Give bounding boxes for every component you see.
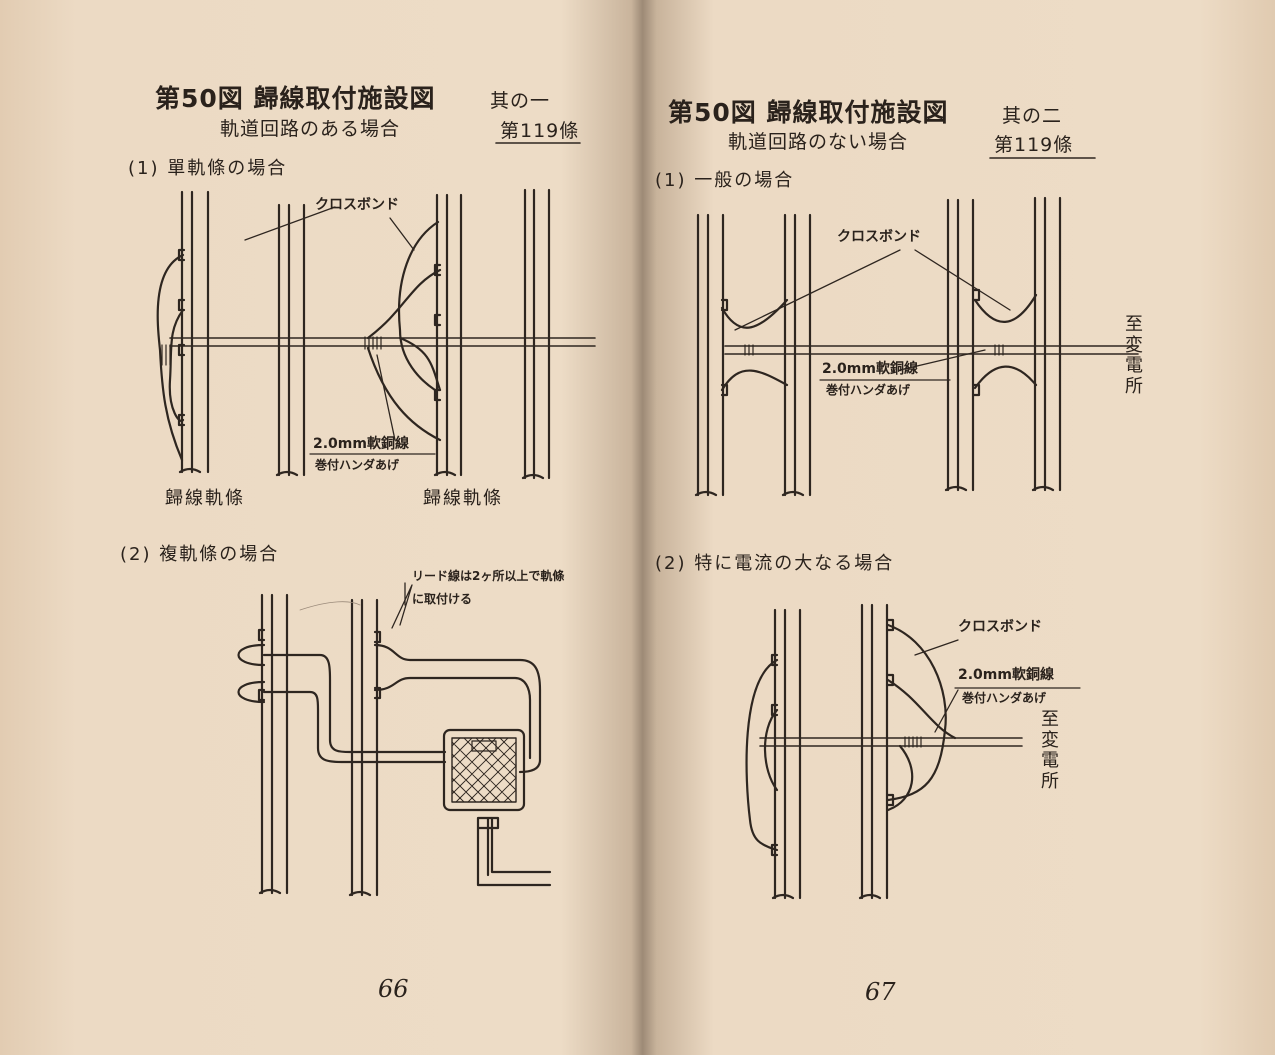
bond-wire — [973, 365, 1038, 390]
bond-wire — [886, 744, 914, 812]
right-diagram-general — [694, 196, 1139, 497]
left-solder-label: 巻付ハンダあげ — [315, 458, 400, 472]
junction-box-mesh — [451, 737, 517, 803]
junction-box-inner — [451, 737, 517, 803]
right-page-number: 67 — [865, 978, 896, 1006]
lead-wire — [373, 643, 542, 774]
leader-line — [389, 217, 415, 251]
right-cross-bond-label-1: クロスボンド — [837, 229, 921, 245]
left-lead-note-line-1: リード線は2ヶ所以上で軌條 — [412, 569, 565, 583]
left-diagram-single-rail — [156, 188, 596, 480]
right-solder-label-1: 巻付ハンダあげ — [826, 383, 911, 397]
left-return-rail-label-a: 歸線軌條 — [165, 488, 245, 509]
lead-wire — [237, 643, 266, 704]
bond-wire — [745, 658, 779, 852]
rail — [435, 193, 463, 477]
bond-wire — [168, 308, 185, 423]
rail — [523, 188, 551, 480]
right-to-substation-2: 至変電所 — [1041, 709, 1061, 793]
junction-box-label — [471, 740, 497, 752]
right-solder-label-2: 巻付ハンダあげ — [962, 691, 1047, 705]
bond-wire — [886, 678, 957, 740]
left-section-2: (2) 複軌條の場合 — [120, 544, 280, 565]
left-part: 其の一 — [490, 90, 551, 112]
lead-wire — [373, 676, 532, 760]
left-title: 第50図 歸線取付施設図 — [155, 84, 436, 113]
left-wire-label: 2.0mm軟銅線 — [313, 436, 409, 452]
right-wire-label-1: 2.0mm軟銅線 — [822, 361, 918, 377]
left-lead-note-line-2: に取付ける — [412, 592, 473, 606]
bond-wire — [763, 708, 779, 792]
left-cross-bond-label: クロスボンド — [315, 197, 399, 213]
return-wire — [169, 337, 596, 347]
right-wire-label-2: 2.0mm軟銅線 — [958, 667, 1054, 683]
bond-wire — [973, 293, 1038, 323]
bond-wire — [156, 253, 185, 462]
rail — [277, 203, 306, 477]
leader-line — [914, 639, 959, 656]
rail-foot — [694, 485, 1055, 497]
bond-wire — [366, 268, 442, 340]
leader-line — [899, 349, 986, 371]
left-section-1: (1) 單軌條の場合 — [128, 158, 288, 179]
bond-wire — [886, 623, 947, 802]
right-article: 第119條 — [994, 134, 1074, 156]
right-part: 其の二 — [1002, 105, 1063, 127]
rail — [350, 598, 379, 897]
leader-line — [376, 354, 396, 441]
return-wire — [759, 737, 1023, 747]
bond-wire — [720, 369, 789, 392]
rail-foot — [258, 888, 372, 897]
rail — [260, 593, 289, 895]
bond-tab — [257, 628, 382, 702]
rail-foot — [771, 893, 882, 900]
solder-coil — [744, 344, 1004, 356]
right-cross-bond-label-2: クロスボンド — [958, 619, 1042, 635]
left-article: 第119條 — [500, 120, 580, 142]
conduit — [476, 816, 552, 887]
right-subtitle: 軌道回路のない場合 — [728, 131, 909, 153]
return-wire — [724, 345, 1139, 355]
solder-coil — [904, 736, 922, 748]
lead-wire — [262, 653, 447, 754]
bond-wire — [398, 220, 440, 392]
rail — [860, 603, 889, 900]
rail-foot — [178, 467, 545, 480]
rail — [1033, 196, 1062, 492]
sketch-arc — [299, 601, 361, 611]
leader-line — [244, 206, 336, 241]
rail — [946, 198, 975, 492]
leader-line — [914, 249, 1011, 311]
rail — [783, 213, 812, 497]
right-title: 第50図 歸線取付施設図 — [668, 98, 949, 127]
bond-tab — [770, 618, 895, 857]
rail — [696, 213, 725, 497]
lead-wire — [262, 690, 447, 764]
rail — [180, 190, 210, 474]
bond-wire — [366, 346, 442, 442]
right-diagram-large-current — [745, 603, 1081, 900]
right-section-1: (1) 一般の場合 — [655, 170, 795, 191]
leader-line — [734, 249, 901, 331]
leader-line — [934, 689, 959, 733]
bond-wire — [720, 298, 789, 329]
rail — [773, 608, 802, 900]
left-page-number: 66 — [378, 975, 409, 1003]
article-underlines — [495, 142, 1096, 159]
left-diagram-double-rail — [237, 582, 552, 897]
right-section-2: (2) 特に電流の大なる場合 — [655, 553, 895, 574]
left-subtitle: 軌道回路のある場合 — [220, 118, 401, 140]
left-return-rail-label-b: 歸線軌條 — [423, 488, 503, 509]
junction-box — [442, 728, 526, 812]
leader-line — [391, 584, 413, 629]
solder-coil — [161, 336, 382, 366]
right-to-substation-1: 至変電所 — [1125, 314, 1145, 398]
bond-tab — [720, 288, 981, 397]
bond-wire — [398, 336, 442, 392]
